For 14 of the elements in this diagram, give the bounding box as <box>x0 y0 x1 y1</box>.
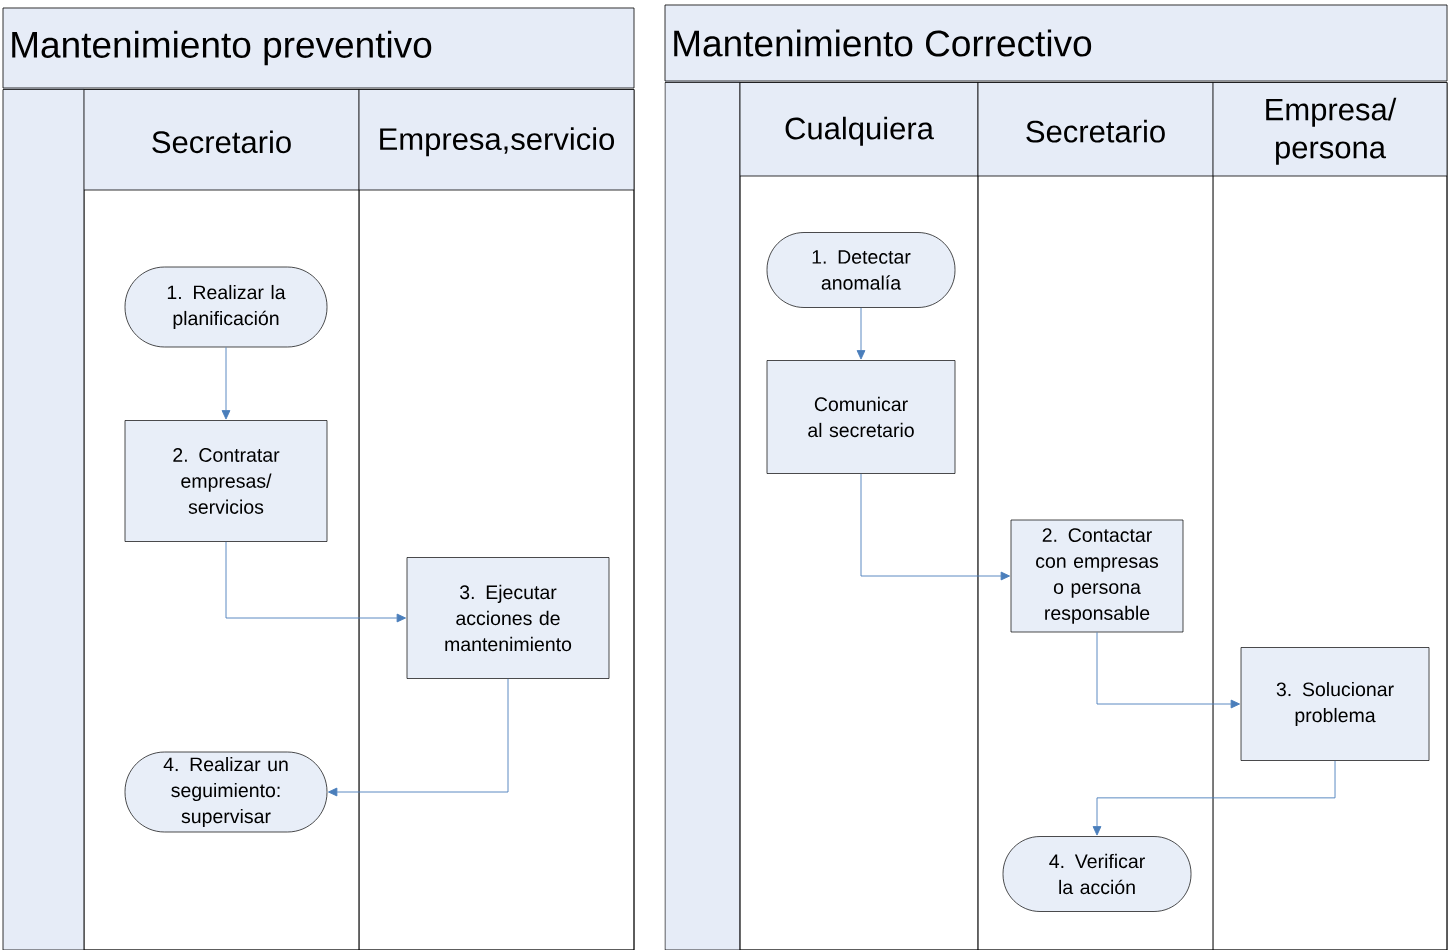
process-box: 2. Contactar con empresas o persona responsable <box>1010 519 1184 633</box>
process-box: 3. Solucionar problema <box>1240 647 1430 761</box>
process-box: 3. Ejecutar acciones de mantenimiento <box>406 557 610 679</box>
arrow <box>860 473 1011 581</box>
arrow <box>221 346 231 420</box>
arrow <box>225 541 406 623</box>
node-label: Mantenimiento Correctivo <box>674 29 1092 57</box>
arrow <box>328 678 509 797</box>
arrow <box>856 307 866 360</box>
node-label: Mantenimiento preventivo <box>12 30 432 66</box>
arrow <box>1092 760 1336 836</box>
arrow <box>1096 631 1240 709</box>
process-box: Comunicar al secretario <box>766 360 956 474</box>
process-box: 2. Contratar empresas/ servicios <box>124 420 328 542</box>
